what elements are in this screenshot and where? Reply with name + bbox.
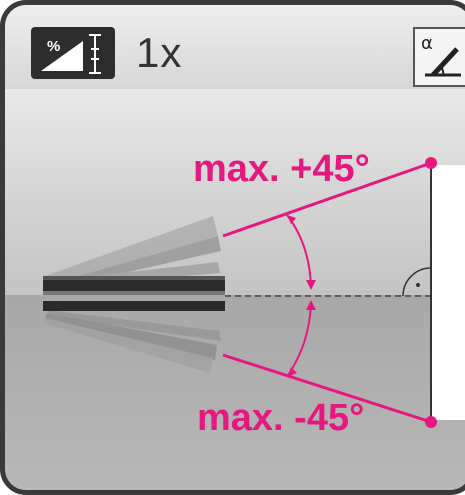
right-angle-icon xyxy=(402,267,432,297)
zoom-label: 1x xyxy=(136,29,183,76)
svg-text:%: % xyxy=(47,38,60,55)
scene-upper-area xyxy=(5,89,465,295)
max-positive-label: max. +45° xyxy=(193,148,370,190)
percent-slope-icon[interactable]: % xyxy=(31,27,115,79)
max-negative-label: max. -45° xyxy=(197,397,365,439)
tool-ghost-lower xyxy=(43,310,221,373)
angle-arc-lower xyxy=(286,300,316,378)
tool-horizontal xyxy=(43,276,225,311)
angle-diagram xyxy=(43,157,465,428)
angle-arc-upper xyxy=(286,214,316,290)
angle-alpha-symbol: α xyxy=(421,33,433,54)
max-positive-line xyxy=(222,161,432,238)
panel-toolbar: % 1x α xyxy=(5,5,465,90)
max-negative-line xyxy=(222,353,432,424)
angle-alpha-icon[interactable]: α xyxy=(413,27,465,87)
target-wall xyxy=(431,165,465,420)
max-negative-endpoint xyxy=(425,416,437,428)
max-positive-endpoint xyxy=(425,157,437,169)
